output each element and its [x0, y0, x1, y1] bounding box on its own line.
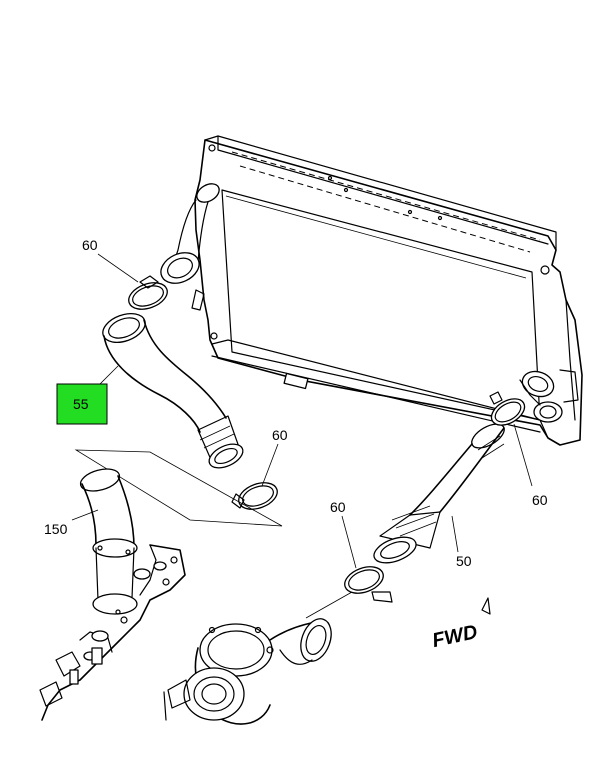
exhaust-manifold [39, 544, 186, 721]
assembly-leader-lines [74, 449, 283, 527]
turbocharger [163, 618, 332, 725]
fwd-indicator: FWD [430, 597, 491, 652]
clamp-60-right [489, 391, 526, 426]
callout-60-mid[interactable]: 60 [272, 427, 288, 443]
callout-150[interactable]: 150 [44, 521, 68, 537]
callout-60-lower[interactable]: 60 [330, 499, 346, 515]
turbo-leader-line [305, 591, 353, 619]
callout-60-top-left[interactable]: 60 [82, 237, 98, 253]
clamp-60-top [128, 275, 168, 310]
callout-50[interactable]: 50 [456, 553, 472, 569]
pipe-150 [79, 468, 138, 615]
hose-50 [373, 423, 505, 564]
clamp-60-mid [231, 482, 278, 510]
hose-55 [102, 313, 244, 469]
clamp-60-lower [344, 566, 393, 603]
callout-leaders [71, 253, 533, 569]
charge-air-cooler [160, 135, 583, 446]
fwd-arrow-icon [481, 597, 491, 615]
callout-60-right[interactable]: 60 [532, 492, 548, 508]
fwd-label: FWD [430, 621, 479, 652]
callout-55[interactable]: 55 [73, 396, 89, 412]
callout-55-highlight [56, 383, 108, 425]
